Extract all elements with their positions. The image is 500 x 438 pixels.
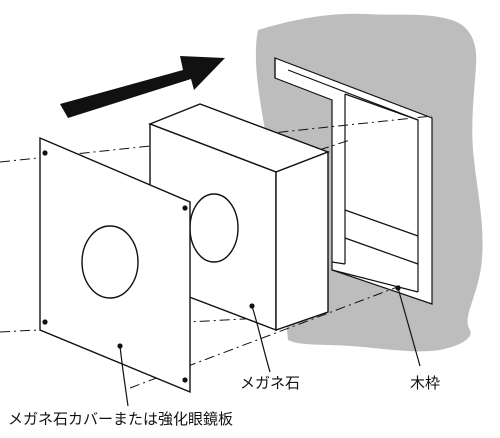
cover-flue-hole [81, 225, 139, 299]
cover-plate [39, 136, 191, 394]
label-stone: メガネ石 [240, 374, 300, 392]
label-cover: メガネ石カバーまたは強化眼鏡板 [8, 410, 233, 428]
cover-screws [42, 150, 188, 383]
label-frame: 木枠 [410, 374, 440, 392]
leader-stone [251, 305, 271, 373]
leader-frame [397, 287, 421, 367]
stone-flue-hole [189, 193, 239, 263]
leader-lines [119, 287, 421, 407]
stone-right-face [275, 150, 329, 331]
arrow-right-icon [60, 56, 225, 118]
leader-cover [119, 345, 129, 407]
wooden-frame [274, 57, 433, 305]
